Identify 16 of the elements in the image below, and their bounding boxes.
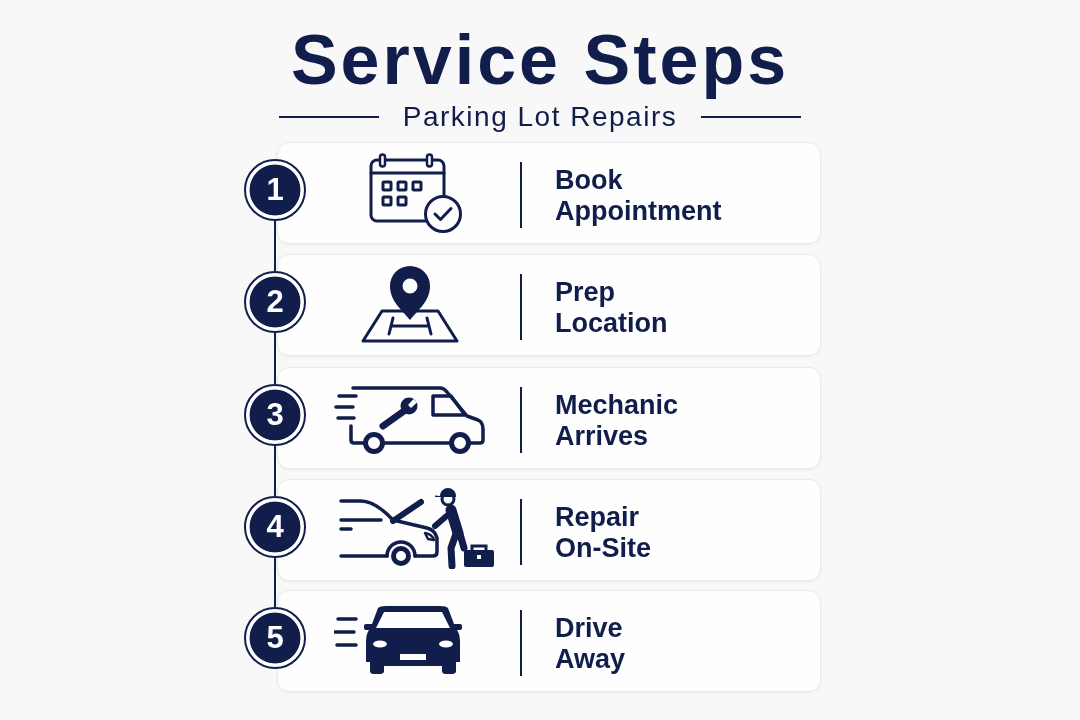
step-number: 5 (266, 620, 284, 656)
connector-line (274, 445, 276, 497)
connector-line (274, 220, 276, 272)
step-number: 4 (266, 509, 284, 545)
subtitle: Parking Lot Repairs (402, 100, 678, 133)
connector-line (274, 557, 276, 608)
connector-line (274, 332, 276, 385)
step-number: 2 (266, 284, 284, 320)
step-title: Drive Away (555, 613, 626, 675)
title: Service Steps (290, 20, 790, 101)
step-number: 1 (266, 172, 284, 208)
step-title: Prep Location (555, 277, 668, 339)
step-title: Repair On-Site (555, 502, 651, 564)
step-title: Book Appointment (555, 165, 722, 227)
step-title: Mechanic Arrives (555, 390, 679, 452)
step-number: 3 (266, 397, 284, 433)
